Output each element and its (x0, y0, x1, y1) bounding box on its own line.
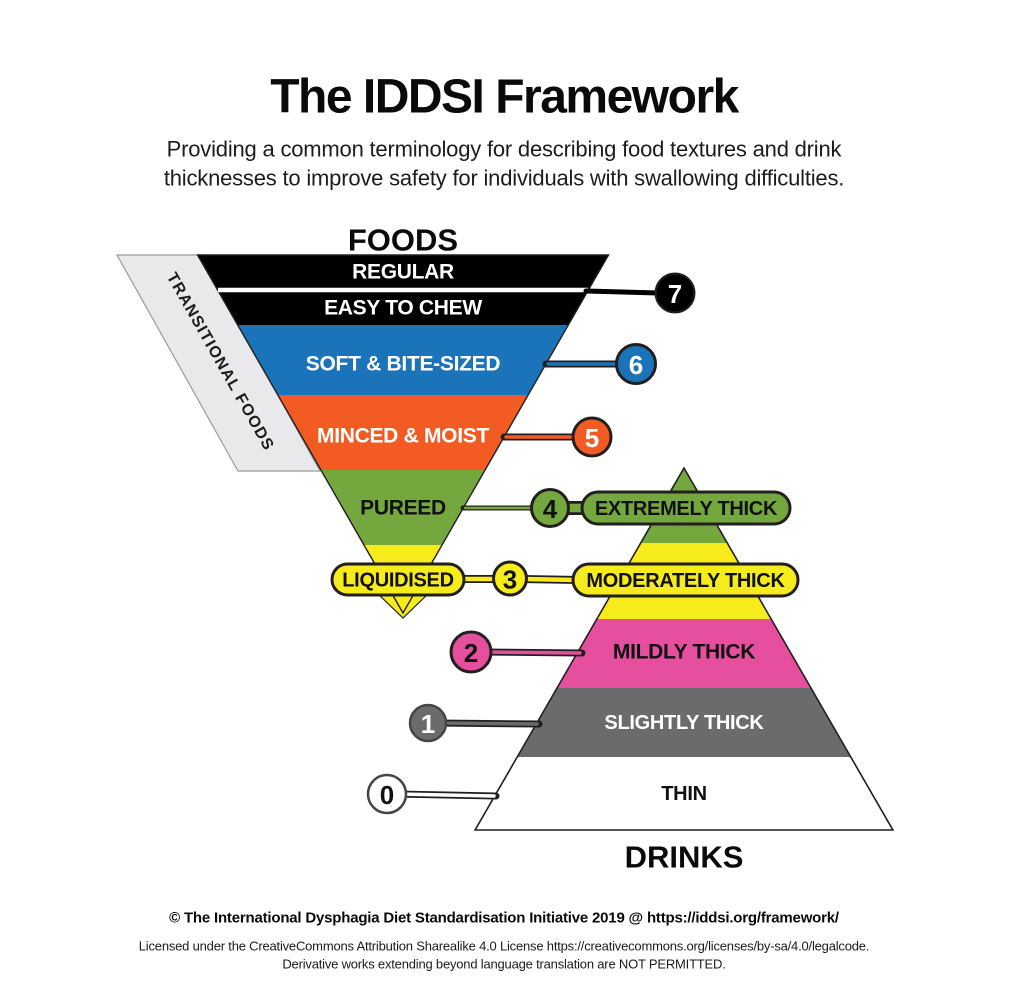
level-5-badge (571, 416, 613, 458)
level-3-badge-number: 3 (503, 565, 517, 595)
footer-derivative-notice: Derivative works extending beyond langua… (282, 957, 725, 972)
drinks-heading: DRINKS (625, 840, 744, 875)
food-label-minced-moist: MINCED & MOIST (317, 425, 489, 448)
drink-label-moderately-thick: MODERATELY THICK (586, 570, 785, 592)
level-1-connector-core (437, 721, 539, 726)
drink-band-thin (475, 757, 893, 830)
page-title: The IDDSI Framework (270, 71, 739, 124)
level-2-badge (449, 630, 493, 674)
band-labels: REGULAR EASY TO CHEW SOFT & BITE-SIZED M… (306, 261, 786, 806)
subtitle-line-2: thicknesses to improve safety for indivi… (164, 166, 844, 191)
food-label-soft-bite-sized: SOFT & BITE-SIZED (306, 353, 501, 376)
level-2-connector-core (480, 650, 582, 655)
level-7-badge (654, 272, 696, 314)
level-3-connector-right-core (520, 576, 581, 583)
foods-heading: FOODS (348, 223, 458, 258)
drink-label-extremely-thick: EXTREMELY THICK (595, 498, 778, 520)
level-1-badge (408, 703, 448, 743)
moderately-thick-pill (571, 562, 800, 598)
food-band-minced-moist (277, 395, 529, 470)
foods-funnel (196, 254, 610, 619)
food-band-pureed (320, 470, 486, 545)
level-5-badge-number: 5 (585, 423, 599, 453)
level-4-badge-number: 4 (543, 494, 558, 524)
level-4-badge (530, 488, 570, 528)
level-0-badge (366, 773, 408, 815)
drinks-pyramid-outline (473, 466, 895, 831)
food-label-easy-to-chew: EASY TO CHEW (324, 297, 482, 320)
subtitle-line-1: Providing a common terminology for descr… (167, 137, 843, 162)
level-3-badge (492, 560, 528, 597)
level-7-connector (583, 288, 662, 296)
level-7-badge-number: 7 (668, 279, 682, 309)
transitional-foods-shape (115, 254, 322, 472)
liquidised-pill (330, 562, 466, 597)
level-2-badge-number: 2 (464, 638, 478, 668)
footer-copyright: © The International Dysphagia Diet Stand… (169, 910, 840, 927)
food-label-liquidised: LIQUIDISED (342, 570, 453, 592)
level-6-badge (615, 343, 657, 385)
level-0-connector-core (396, 792, 496, 798)
level-badges: 7 6 5 4 3 2 1 0 (366, 272, 696, 815)
footer-license: Licensed under the CreativeCommons Attri… (139, 939, 869, 954)
extremely-thick-pill (580, 490, 792, 526)
level-0-badge-number: 0 (380, 780, 394, 810)
drink-band-mildly-thick (557, 619, 811, 688)
drink-label-slightly-thick: SLIGHTLY THICK (604, 712, 764, 734)
drink-label-thin: THIN (661, 783, 706, 805)
level-6-badge-number: 6 (629, 350, 643, 380)
level-1-badge-number: 1 (421, 709, 435, 739)
drink-label-mildly-thick: MILDLY THICK (613, 641, 755, 664)
drink-band-slightly-thick (517, 688, 851, 757)
food-band-soft-bite-sized (237, 325, 569, 395)
footer: © The International Dysphagia Diet Stand… (139, 910, 870, 972)
food-label-pureed: PUREED (360, 497, 446, 520)
food-label-regular: REGULAR (352, 261, 454, 284)
